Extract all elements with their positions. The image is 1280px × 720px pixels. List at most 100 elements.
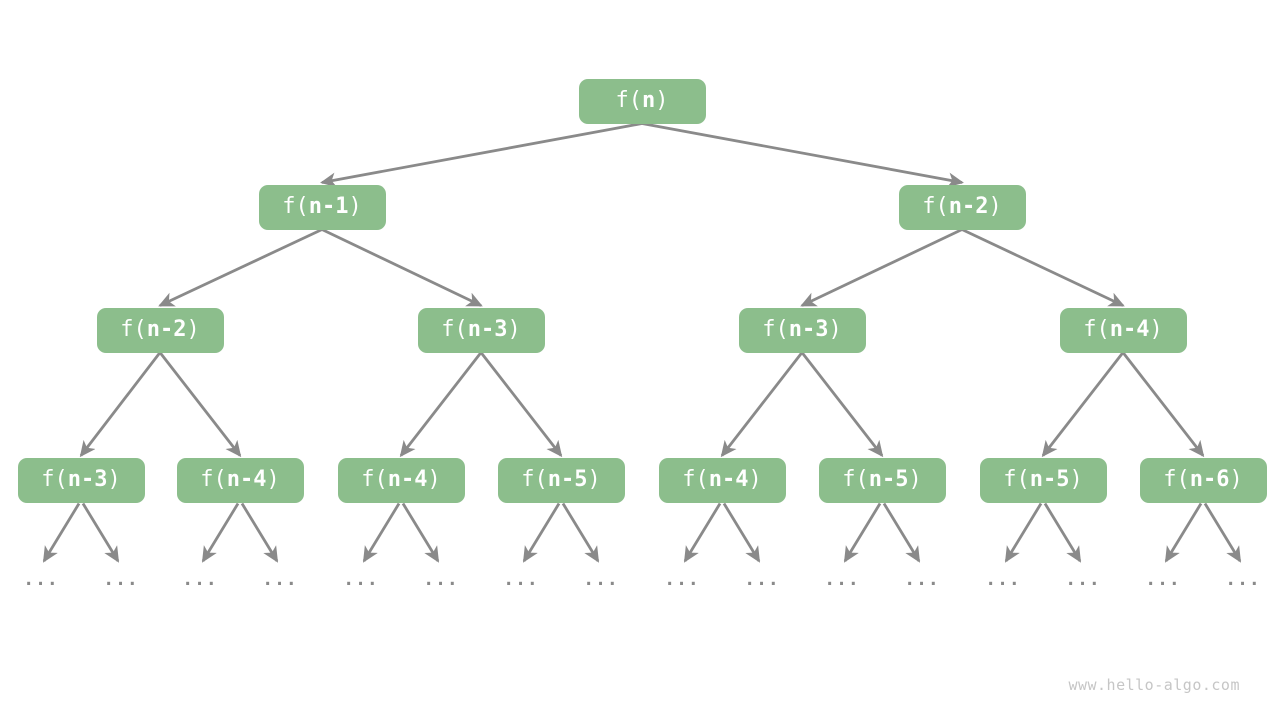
node-label-arg: n-5 [1029, 467, 1070, 492]
tree-edge-arrow [81, 502, 120, 563]
node-label-prefix: f( [1003, 467, 1030, 492]
tree-node: f(n-3) [417, 307, 545, 353]
tree-edge-arrow [522, 502, 561, 563]
tree-node: f(n-4) [337, 457, 465, 503]
tree-edge-arrow [362, 502, 401, 563]
node-label-prefix: f( [1083, 317, 1110, 342]
tree-edge-arrow [1164, 502, 1203, 563]
tree-edge-arrow [1004, 502, 1043, 563]
tree-node: f(n-1) [258, 184, 386, 230]
tree-edge-arrow [479, 351, 563, 458]
ellipsis: ... [503, 569, 539, 590]
node-label-arg: n-5 [547, 467, 588, 492]
tree-node: f(n-3) [17, 457, 145, 503]
tree-edge-arrow [401, 502, 440, 563]
node-label-suffix: ) [186, 317, 200, 342]
tree-edge-arrow [641, 122, 964, 188]
ellipsis: ... [23, 569, 59, 590]
node-label-suffix: ) [348, 194, 362, 219]
tree-edge-arrow [722, 502, 761, 563]
node-label-prefix: f( [361, 467, 388, 492]
node-label-arg: n-2 [948, 194, 989, 219]
node-label-suffix: ) [748, 467, 762, 492]
tree-edge-arrow [720, 351, 804, 458]
tree-edge-arrow [158, 351, 242, 458]
watermark: www.hello-algo.com [1068, 676, 1240, 694]
node-label-suffix: ) [988, 194, 1002, 219]
ellipsis: ... [103, 569, 139, 590]
tree-edge-arrow [42, 502, 81, 563]
ellipsis: ... [664, 569, 700, 590]
tree-node: f(n-2) [898, 184, 1026, 230]
node-label-prefix: f( [200, 467, 227, 492]
node-label-prefix: f( [615, 88, 643, 113]
node-label-prefix: f( [282, 194, 309, 219]
ellipsis: ... [423, 569, 459, 590]
ellipsis: ... [1145, 569, 1181, 590]
node-label-prefix: f( [120, 317, 147, 342]
node-label-suffix: ) [908, 467, 922, 492]
ellipsis: ... [182, 569, 218, 590]
node-label-suffix: ) [587, 467, 601, 492]
node-label-suffix: ) [507, 317, 521, 342]
ellipsis: ... [744, 569, 780, 590]
tree-edge-arrow [1041, 351, 1125, 458]
tree-edge-arrow [320, 122, 643, 188]
node-label-prefix: f( [762, 317, 789, 342]
node-label-prefix: f( [41, 467, 68, 492]
node-label-prefix: f( [842, 467, 869, 492]
node-label-arg: n-6 [1189, 467, 1230, 492]
tree-edge-arrow [683, 502, 722, 563]
node-label-arg: n-4 [708, 467, 749, 492]
tree-edge-arrow [1203, 502, 1242, 563]
node-label-suffix: ) [1149, 317, 1163, 342]
tree-edge-arrow [321, 228, 483, 307]
tree-edge-arrow [882, 502, 921, 563]
node-label-suffix: ) [1069, 467, 1083, 492]
tree-edge-arrow [843, 502, 882, 563]
node-label-prefix: f( [1163, 467, 1190, 492]
tree-node: f(n-4) [658, 457, 786, 503]
tree-edge-arrow [800, 351, 884, 458]
ellipsis: ... [262, 569, 298, 590]
node-label-arg: n-3 [788, 317, 829, 342]
tree-edge-arrow [240, 502, 279, 563]
node-label-prefix: f( [441, 317, 468, 342]
tree-edge-arrow [201, 502, 240, 563]
node-label-arg: n-2 [146, 317, 187, 342]
ellipsis: ... [1065, 569, 1101, 590]
tree-node: f(n-6) [1139, 457, 1267, 503]
tree-edge-arrow [561, 502, 600, 563]
node-label-suffix: ) [266, 467, 280, 492]
node-label-suffix: ) [1229, 467, 1243, 492]
ellipsis: ... [343, 569, 379, 590]
tree-node: f(n-5) [979, 457, 1107, 503]
node-label-arg: n-4 [226, 467, 267, 492]
tree-edge-arrow [158, 228, 323, 307]
tree-node: f(n-5) [818, 457, 946, 503]
node-label-arg: n [642, 88, 656, 113]
tree-node: f(n) [578, 78, 706, 124]
node-label-suffix: ) [655, 88, 669, 113]
tree-edge-arrow [961, 228, 1125, 307]
ellipsis: ... [824, 569, 860, 590]
tree-edge-arrow [1043, 502, 1082, 563]
ellipsis: ... [904, 569, 940, 590]
node-label-arg: n-3 [467, 317, 508, 342]
tree-edge-arrow [800, 228, 963, 307]
node-label-arg: n-1 [308, 194, 349, 219]
ellipsis: ... [583, 569, 619, 590]
ellipsis: ... [985, 569, 1021, 590]
tree-edge-arrow [79, 351, 162, 458]
node-label-prefix: f( [682, 467, 709, 492]
node-label-suffix: ) [427, 467, 441, 492]
node-label-prefix: f( [922, 194, 949, 219]
node-label-suffix: ) [828, 317, 842, 342]
tree-node: f(n-2) [96, 307, 224, 353]
node-label-arg: n-5 [868, 467, 909, 492]
node-label-arg: n-4 [1109, 317, 1150, 342]
tree-edge-arrow [399, 351, 483, 458]
node-label-arg: n-3 [67, 467, 108, 492]
tree-edge-arrow [1121, 351, 1205, 458]
